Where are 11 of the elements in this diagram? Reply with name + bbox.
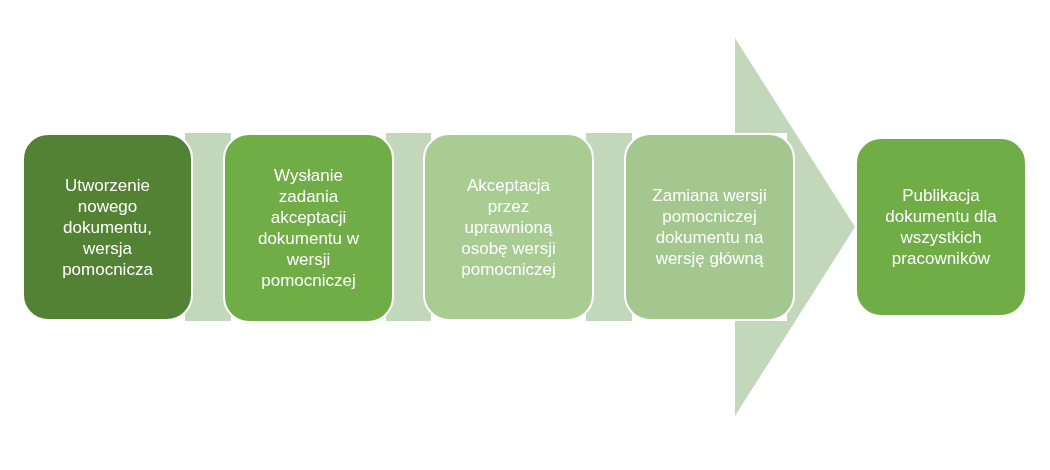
process-box — [624, 133, 795, 321]
block-arrow — [735, 38, 855, 416]
process-box — [423, 133, 594, 321]
step-text: Wysłanie zadania akceptacji dokumentu w wersji pomocniczej — [256, 165, 361, 291]
process-box — [22, 133, 193, 321]
step-text: Publikacja dokumentu dla wszystkich pracowników — [884, 185, 998, 269]
process-box — [855, 137, 1027, 317]
step-text: Akceptacja przez uprawnioną osobę wersji pomocniczej — [460, 174, 557, 280]
step-text: Zamiana wersji pomocniczej dokumentu na wersję główną — [651, 185, 768, 269]
process-box — [223, 133, 394, 323]
step-text: Utworzenie nowego dokumentu, wersja pomocnicza — [61, 174, 154, 280]
